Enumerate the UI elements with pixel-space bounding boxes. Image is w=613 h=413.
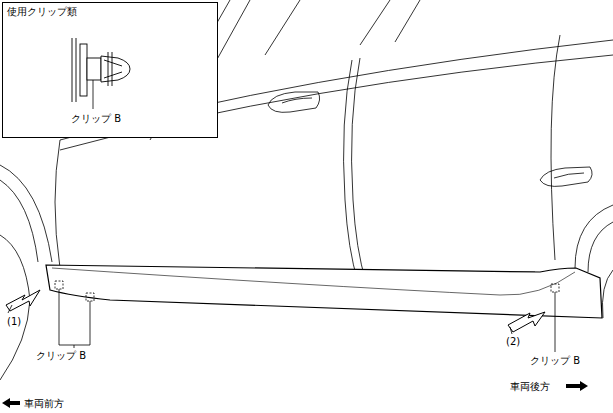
leader-line	[59, 289, 90, 345]
clip-symbol	[72, 38, 130, 102]
panel	[72, 38, 76, 102]
leader-line	[59, 289, 555, 352]
part-label: 車両前方	[24, 398, 64, 410]
removal-arrow	[8, 305, 12, 313]
door-gap	[344, 60, 358, 282]
clip-barb	[101, 56, 130, 82]
car-body	[0, 0, 613, 380]
rear-wheel-arch	[588, 222, 613, 272]
leader-line	[93, 80, 94, 109]
leader-line	[74, 345, 75, 348]
clip-head	[80, 44, 87, 96]
front-wheel-arch	[0, 165, 52, 262]
inset-heading: 使用クリップ類	[7, 6, 77, 18]
body-panel	[108, 52, 112, 86]
rear-wheel-arch	[575, 205, 613, 268]
part-label: クリップ B	[36, 350, 86, 362]
window-line	[265, 0, 300, 55]
door-handle	[268, 92, 320, 112]
door-rear-edge	[551, 35, 560, 260]
clip-barb	[104, 60, 122, 78]
window-line	[395, 0, 420, 42]
door-front-edge	[55, 140, 60, 268]
callout-number: (2)	[506, 336, 520, 348]
clip-position	[55, 281, 63, 289]
door-gap	[352, 58, 366, 282]
part-label: クリップ B	[530, 355, 580, 367]
callout-number: (1)	[7, 316, 21, 328]
direction-arrow	[566, 381, 588, 391]
garnish-crease	[52, 268, 575, 295]
part-label: 車両後方	[510, 381, 550, 393]
removal-arrow	[508, 312, 545, 332]
removal-arrow	[510, 327, 512, 334]
removal-arrow	[6, 290, 40, 311]
clip-position	[551, 284, 559, 292]
front-wheel-arch	[0, 180, 38, 262]
leader-line	[555, 292, 556, 352]
door-handle	[282, 98, 312, 103]
door-handle	[540, 167, 592, 186]
inset-ground	[2, 2, 218, 138]
clip-position	[55, 281, 559, 301]
inset-box: 使用クリップ類クリップ B	[2, 2, 218, 138]
part-label: クリップ B	[71, 113, 121, 125]
side-sill-garnish	[46, 265, 602, 318]
window-line	[360, 0, 390, 45]
clip-shaft	[87, 58, 101, 80]
clip-position	[86, 293, 94, 301]
door-handle	[554, 173, 584, 178]
rear-tire	[602, 270, 613, 318]
direction-arrow	[2, 398, 20, 408]
